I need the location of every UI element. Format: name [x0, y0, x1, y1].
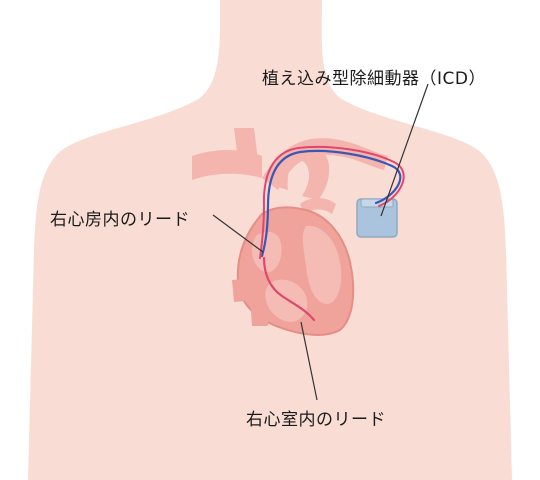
- icd-label: 植え込み型除細動器（ICD）: [262, 69, 486, 89]
- ventricular-leader-line: [300, 321, 318, 401]
- icd-leader-line: [380, 83, 429, 217]
- right-atrial-lead-label: 右心房内のリード: [50, 210, 190, 230]
- lower-vessel: [250, 298, 268, 326]
- aorta: [274, 143, 330, 200]
- right-ventricular-lead-label: 右心室内のリード: [246, 410, 386, 430]
- inferior-vena-cava: [232, 278, 258, 302]
- right-atrium-chamber: [252, 231, 282, 273]
- atrial-lead-blue: [260, 149, 402, 258]
- atrial-leader-line: [212, 214, 264, 253]
- ventricular-lead-red: [262, 256, 316, 322]
- left-chambers: [302, 225, 342, 304]
- atrial-lead-red: [259, 145, 405, 259]
- upper-vessel: [234, 128, 258, 160]
